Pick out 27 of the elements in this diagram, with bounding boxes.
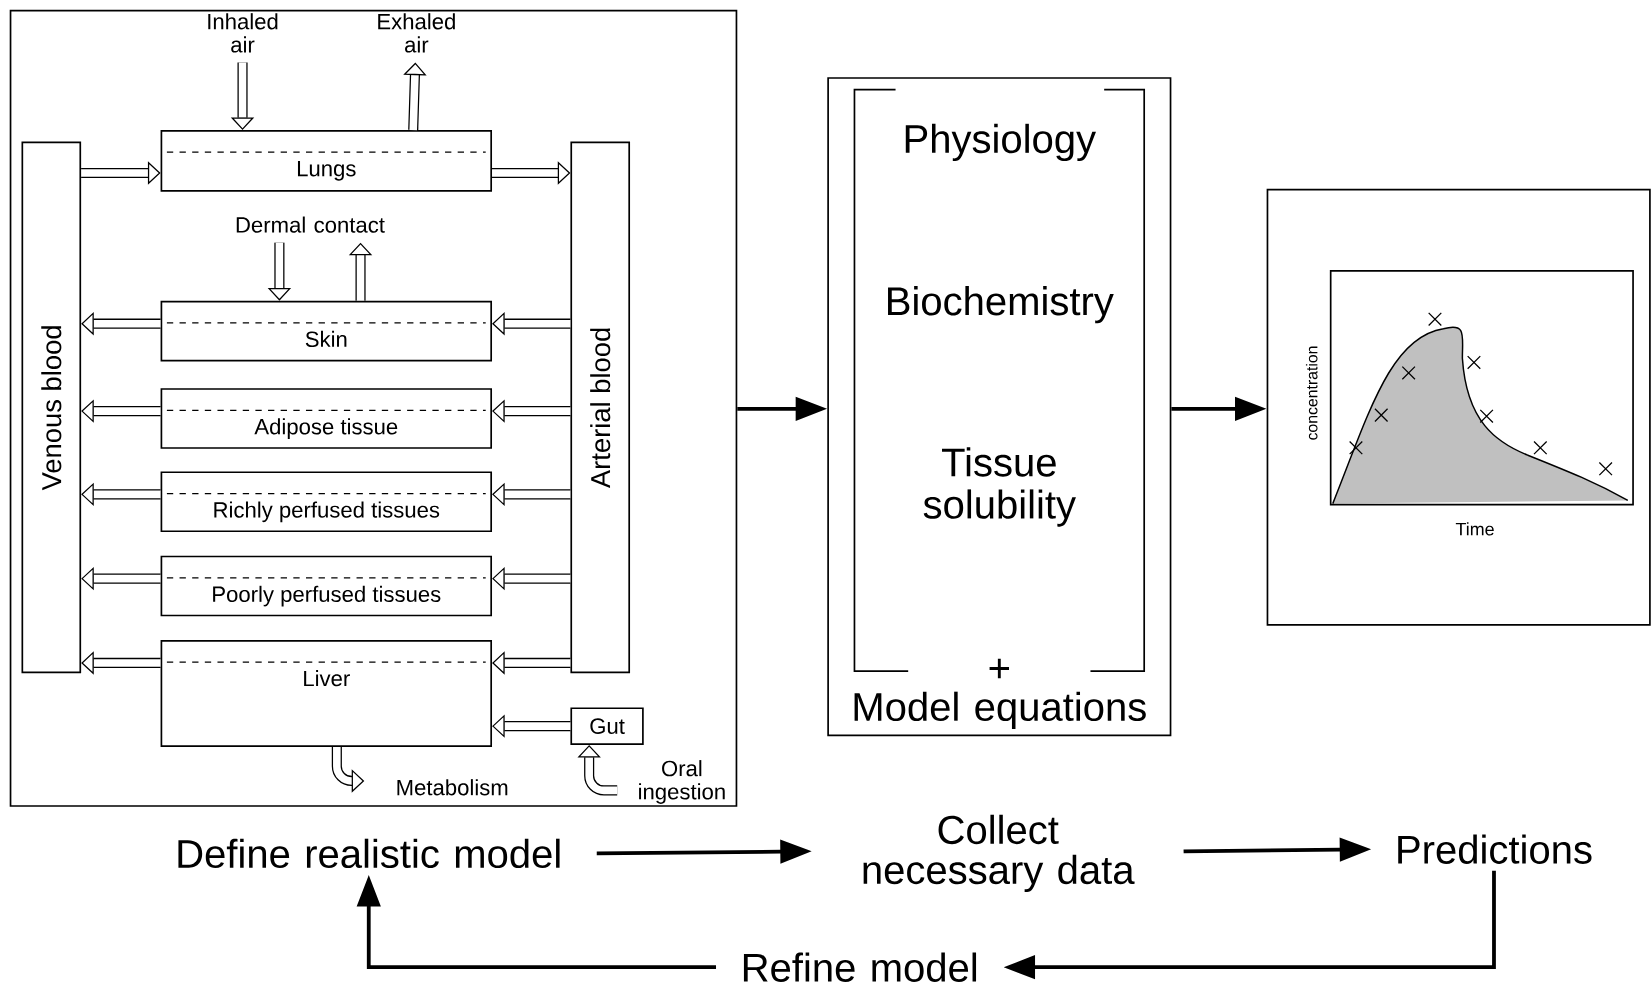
equation-label: Model equations xyxy=(854,691,1146,729)
axis-label: concentration xyxy=(1305,346,1318,440)
step-label: Collect necessary data xyxy=(863,814,1135,893)
compartment-box: Gut xyxy=(570,707,644,745)
category-label: Physiology xyxy=(905,123,1096,162)
flow-label: Oral ingestion xyxy=(639,760,725,804)
flow-label: Dermal contact xyxy=(236,216,385,233)
step-label: Predictions xyxy=(1398,834,1592,864)
flow-label: Inhaled air xyxy=(208,13,278,53)
plot-panel xyxy=(1266,188,1651,626)
compartment-box: Richly perfused tissues xyxy=(160,471,493,533)
model-panel xyxy=(9,9,738,807)
compartment-box: Liver xyxy=(160,639,493,747)
blood-compartment-box: Arterial blood xyxy=(570,141,631,674)
compartment-box: Adipose tissue xyxy=(160,388,493,449)
compartment-box: Lungs xyxy=(160,130,493,192)
compartment-box: Skin xyxy=(160,300,493,362)
axis-label: Time xyxy=(1455,522,1494,536)
category-label: Tissue solubility xyxy=(923,447,1076,527)
blood-compartment-box: Venous blood xyxy=(21,141,82,674)
flow-label: Exhaled air xyxy=(378,13,455,53)
category-label: Biochemistry xyxy=(888,286,1114,324)
flow-label: Metabolism xyxy=(397,779,508,796)
step-label: Refine model xyxy=(743,952,977,982)
compartment-box: Poorly perfused tissues xyxy=(160,555,493,617)
step-label: Define realistic model xyxy=(178,838,560,869)
plus-sign: + xyxy=(989,658,1009,679)
